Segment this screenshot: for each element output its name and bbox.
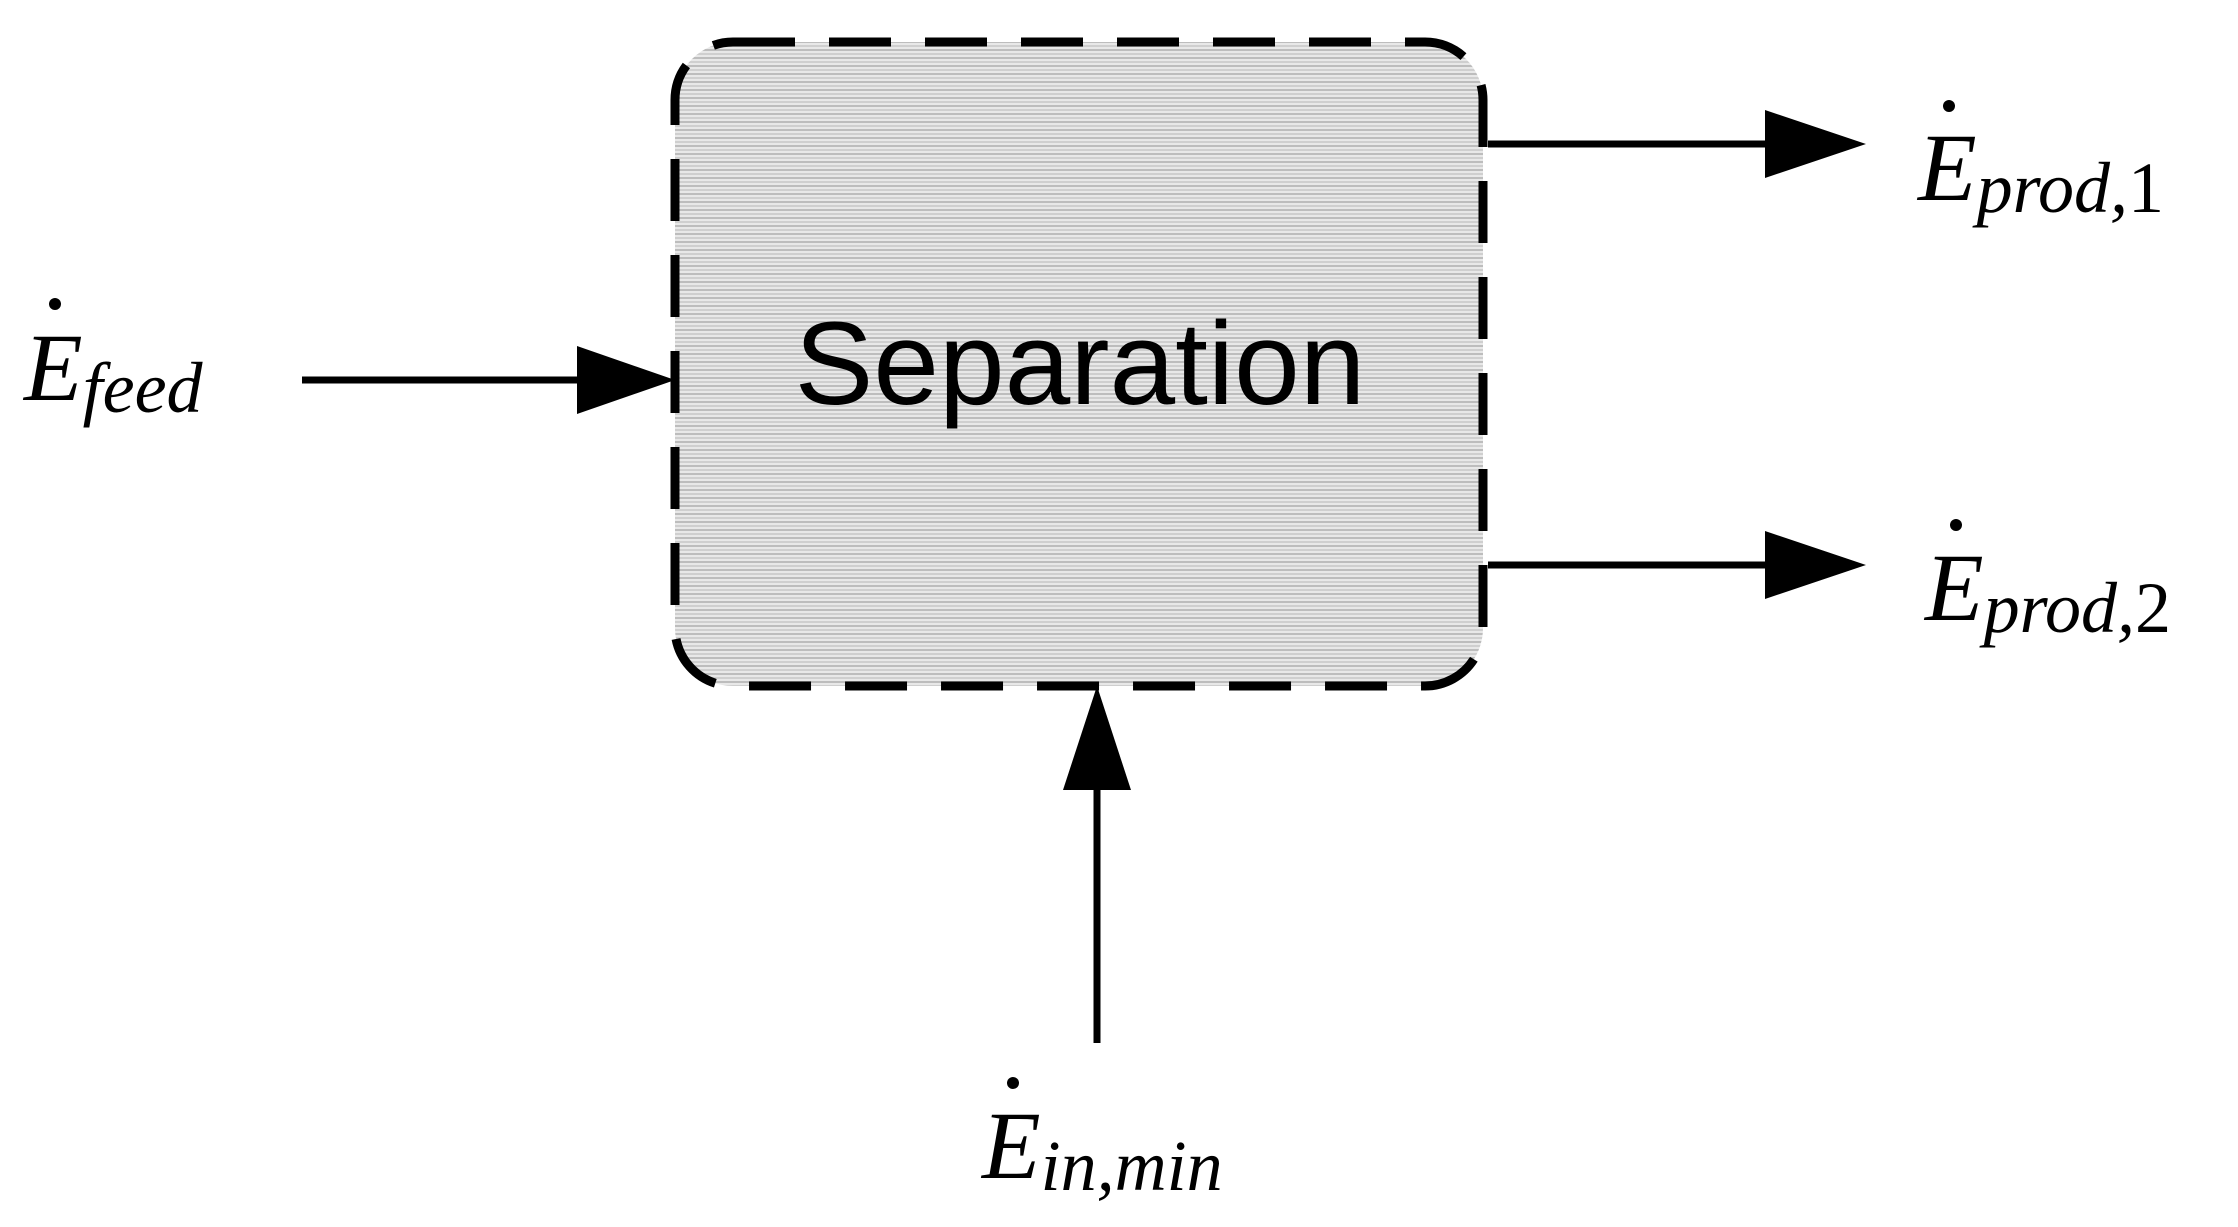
svg-text:Eprod,2: Eprod,2 <box>1923 534 2171 648</box>
min-input-dot <box>1007 1077 1019 1089</box>
product-1-arrow <box>1488 110 1866 178</box>
product-2-arrow <box>1488 531 1866 599</box>
feed-arrow <box>302 346 675 414</box>
feed-label: Efeed <box>22 298 204 428</box>
product-2-dot <box>1950 519 1962 531</box>
separation-label: Separation <box>795 298 1366 430</box>
svg-text:Ein,min: Ein,min <box>980 1092 1223 1206</box>
product-2-label: Eprod,2 <box>1923 519 2171 648</box>
svg-text:Eprod,1: Eprod,1 <box>1916 114 2164 228</box>
separation-box: Separation <box>670 37 1488 691</box>
min-input-label: Ein,min <box>980 1077 1223 1206</box>
svg-text:Efeed: Efeed <box>22 314 204 428</box>
product-1-dot <box>1943 100 1955 112</box>
separation-box-outline <box>670 37 1488 691</box>
feed-dot <box>49 298 61 310</box>
min-input-arrow <box>1063 686 1131 1043</box>
product-1-label: Eprod,1 <box>1916 100 2164 228</box>
